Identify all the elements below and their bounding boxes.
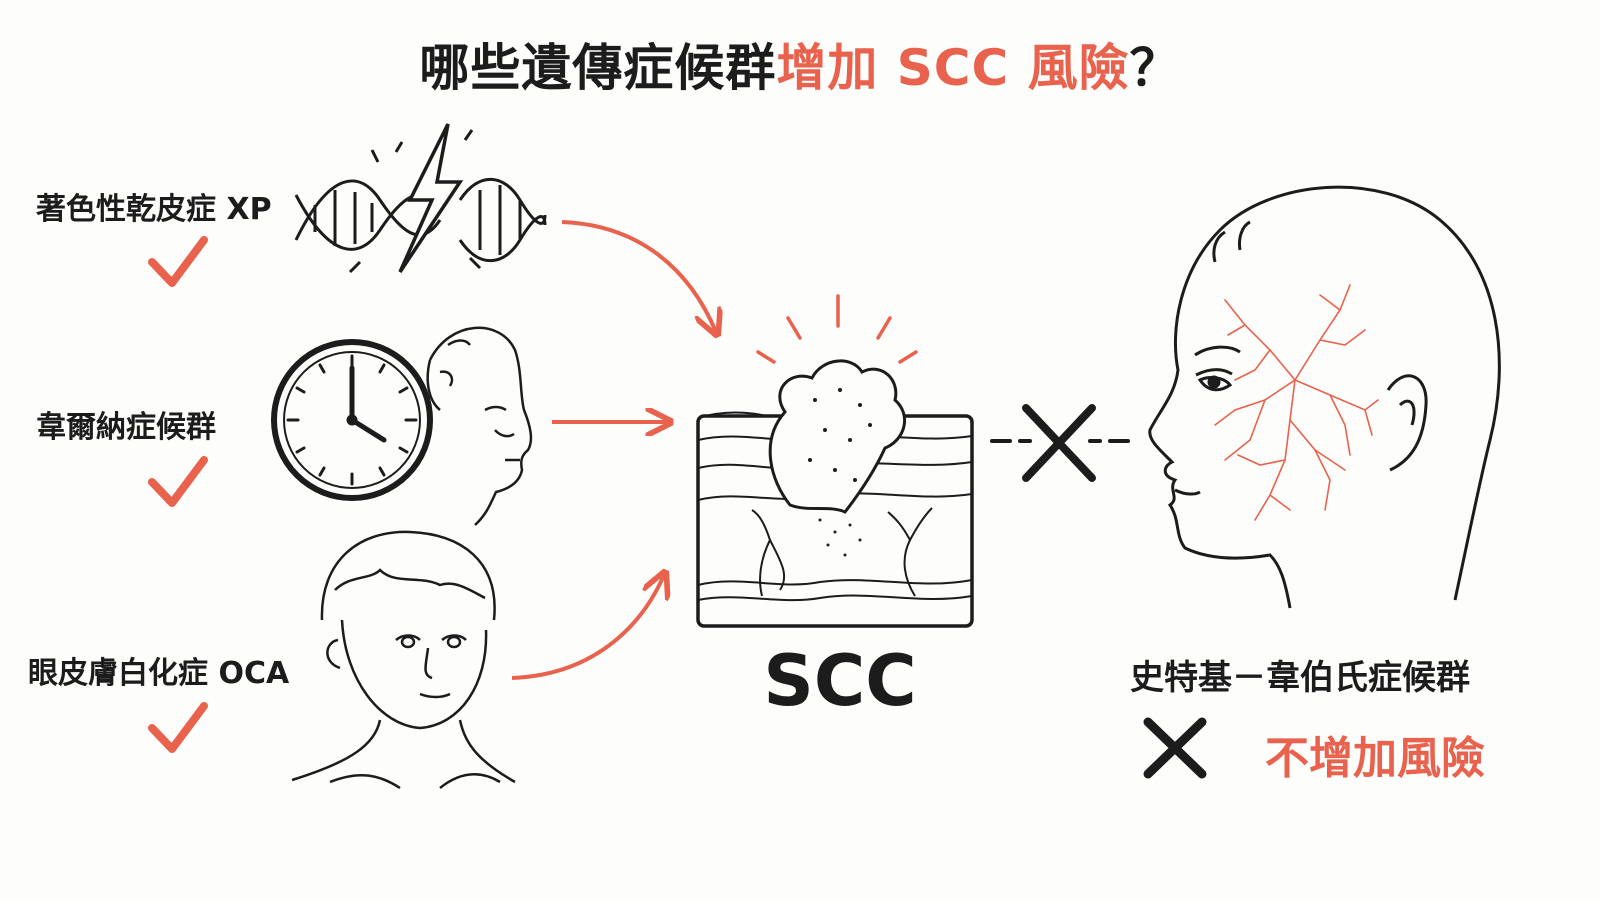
dna-damage-icon	[294, 123, 547, 274]
check-icon	[148, 702, 208, 753]
cross-icon	[1143, 717, 1207, 779]
title-end: ？	[1129, 39, 1181, 97]
condition-label-oca: 眼皮膚白化症 OCA	[28, 656, 290, 691]
profile-face-illustration	[1148, 185, 1501, 609]
condition-label-xp: 著色性乾皮症 XP	[36, 192, 272, 227]
check-icon	[148, 236, 208, 287]
title-accent: 增加 SCC 風險	[776, 39, 1130, 97]
port-wine-stain	[1214, 284, 1379, 521]
young-face-illustration	[291, 530, 516, 790]
arrow-xp-to-scc	[561, 220, 716, 332]
scc-label: SCC	[763, 640, 917, 722]
elderly-face-illustration	[426, 326, 533, 526]
cross-icon	[1022, 404, 1096, 482]
tumor-alert-rays	[756, 294, 918, 364]
exception-label: 史特基－韋伯氏症候群	[1130, 658, 1470, 698]
check-icon	[148, 456, 208, 507]
arrow-oca-to-scc	[511, 575, 664, 680]
no-risk-text: 不增加風險	[1265, 733, 1485, 784]
page-title: 哪些遺傳症候群增加 SCC 風險？	[0, 28, 1600, 100]
condition-label-werner: 韋爾納症候群	[36, 410, 216, 445]
skin-tumor-illustration	[696, 359, 974, 628]
title-main: 哪些遺傳症候群	[419, 39, 777, 97]
clock-icon	[271, 339, 433, 501]
